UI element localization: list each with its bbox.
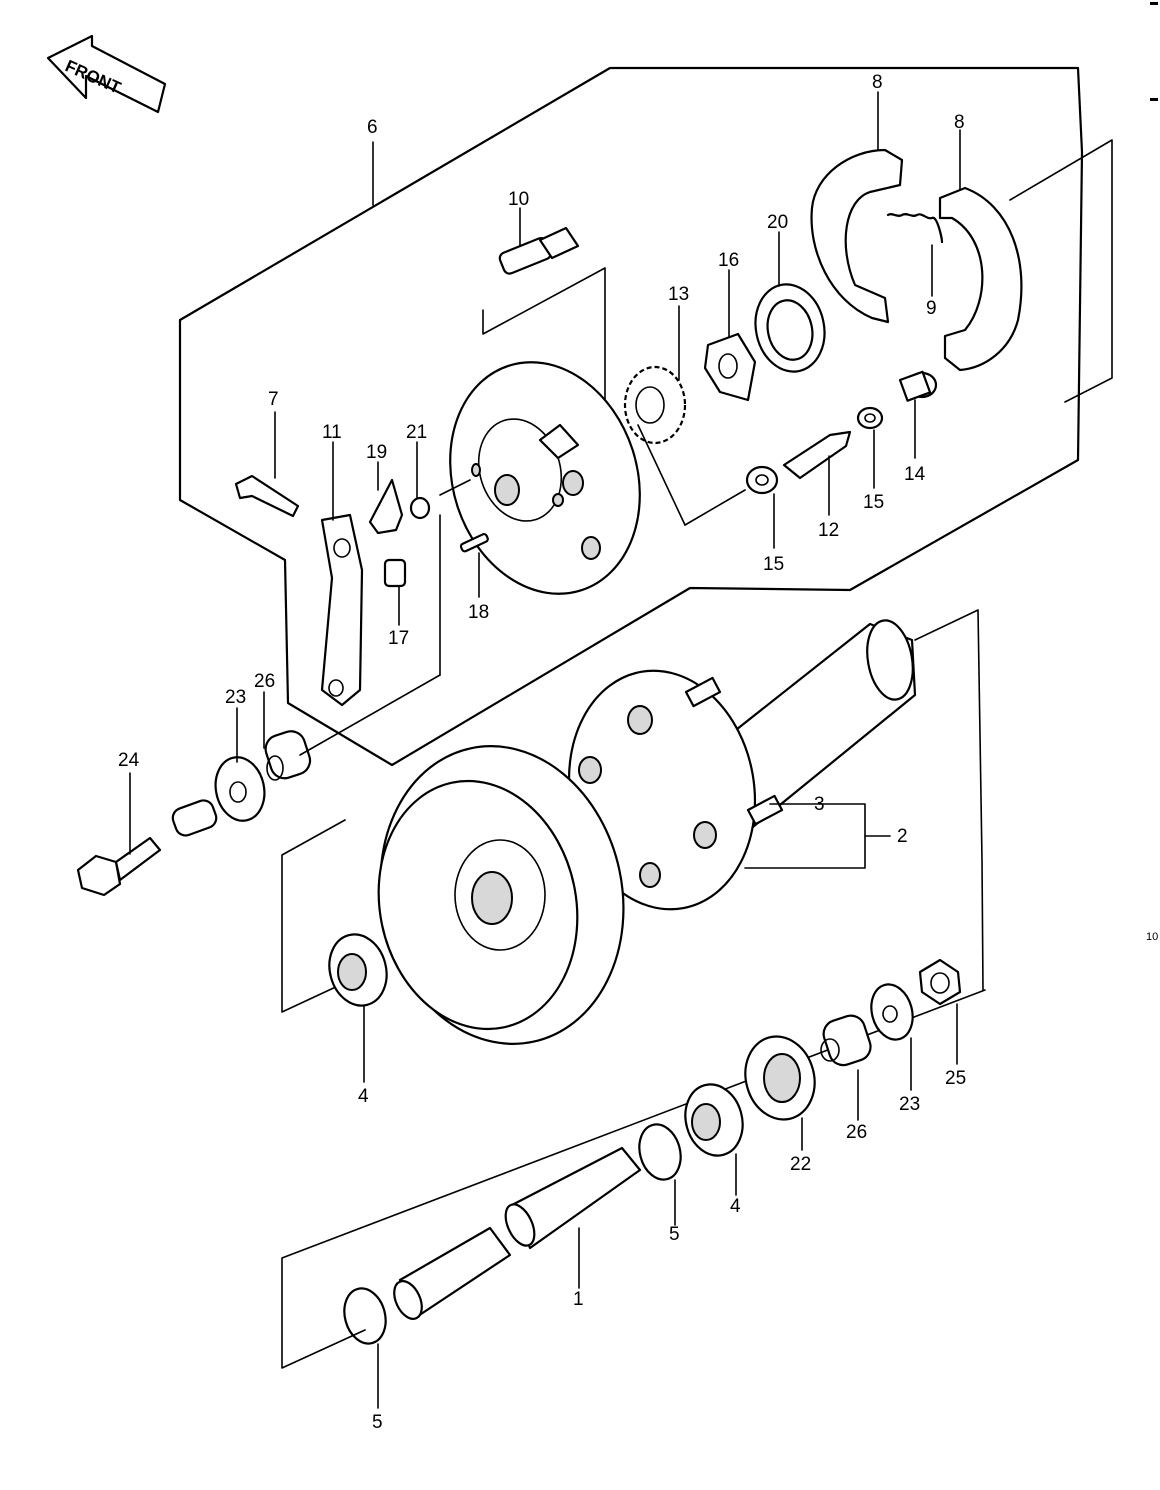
lever-bolt [234,474,300,518]
callout-4b: 4 [730,1196,741,1217]
gear-retainer-hole [718,353,738,379]
hub-assembly-outline-left [281,819,346,1013]
callout-10: 10 [508,189,529,210]
rear-hub [377,619,917,1045]
grease-seal [754,283,826,373]
brake-panel-assembly-outline [178,66,1084,767]
axle-nut-25 [918,958,962,1006]
speedometer-gear [623,365,687,445]
speedometer-pinion [782,430,852,480]
callout-labels: 6 10 7 11 19 21 13 16 20 8 8 9 14 15 12 … [118,72,966,1433]
callout-17: 17 [388,628,409,649]
brake-shoe-left [810,148,904,324]
axle-sleeve [393,1146,642,1320]
leader-lines [129,91,961,1409]
callout-22: 22 [790,1154,811,1175]
callout-24: 24 [118,750,140,771]
callout-23b: 23 [899,1094,920,1115]
callout-1: 1 [573,1289,584,1310]
callout-8a: 8 [872,72,883,93]
callout-6: 6 [367,117,378,138]
hub-assembly-outline [914,609,984,991]
callout-11: 11 [322,422,342,443]
callout-16: 16 [718,250,739,271]
callout-3: 3 [814,794,825,815]
callout-19: 19 [366,442,387,463]
bushing [898,370,938,402]
washer-23-right [870,983,914,1041]
hub-stud-upper [684,676,722,708]
brake-shoe-bracket [1009,139,1113,403]
axle-bolt [76,836,162,897]
pin-18 [459,533,489,553]
o-ring-21 [409,496,431,520]
edge-mark [1150,2,1158,5]
brake-panel [449,361,641,595]
front-direction-arrow-icon: FRONT [46,34,167,114]
callout-18: 18 [468,602,489,623]
callout-13: 13 [668,284,689,305]
page-number: 10 [1146,931,1158,943]
callout-4a: 4 [358,1086,369,1107]
washer-15-lower [745,465,779,495]
bearing-right [684,1083,744,1157]
washer-15-upper [856,406,884,430]
nut-17 [383,558,407,588]
callout-15a: 15 [863,492,884,513]
camshaft-bracket [482,267,606,406]
callout-23a: 23 [225,687,246,708]
callout-15b: 15 [763,554,784,575]
gear-retainer [703,332,757,402]
callout-25: 25 [945,1068,966,1089]
callout-5a: 5 [669,1224,680,1245]
washer-23-left [214,756,266,822]
callout-26b: 26 [846,1122,867,1143]
hub-stud-lower [746,794,784,826]
callout-21: 21 [406,422,427,443]
axle-assembly-outline [281,989,986,1369]
callout-20: 20 [767,212,788,233]
callout-2: 2 [897,826,908,847]
callout-14: 14 [904,464,926,485]
spacer-26-right [820,1014,872,1067]
callout-7: 7 [268,389,279,410]
threaded-spacer [171,799,218,837]
callout-8b: 8 [954,112,965,133]
callout-5b: 5 [372,1412,383,1433]
callout-9: 9 [926,298,937,319]
bearing-left [328,933,388,1007]
brake-lever [320,513,364,707]
brake-camshaft [498,226,580,275]
brake-shoe-right [938,186,1023,372]
edge-mark [1150,98,1158,101]
dust-seal-22 [744,1035,816,1121]
brake-cam-lever-indicator [368,478,404,535]
callout-12: 12 [818,520,839,541]
callout-26a: 26 [254,671,275,692]
return-spring [886,213,944,244]
spacer-26-left [264,730,312,781]
snap-ring-left [343,1287,387,1345]
snap-ring-right [638,1123,682,1181]
